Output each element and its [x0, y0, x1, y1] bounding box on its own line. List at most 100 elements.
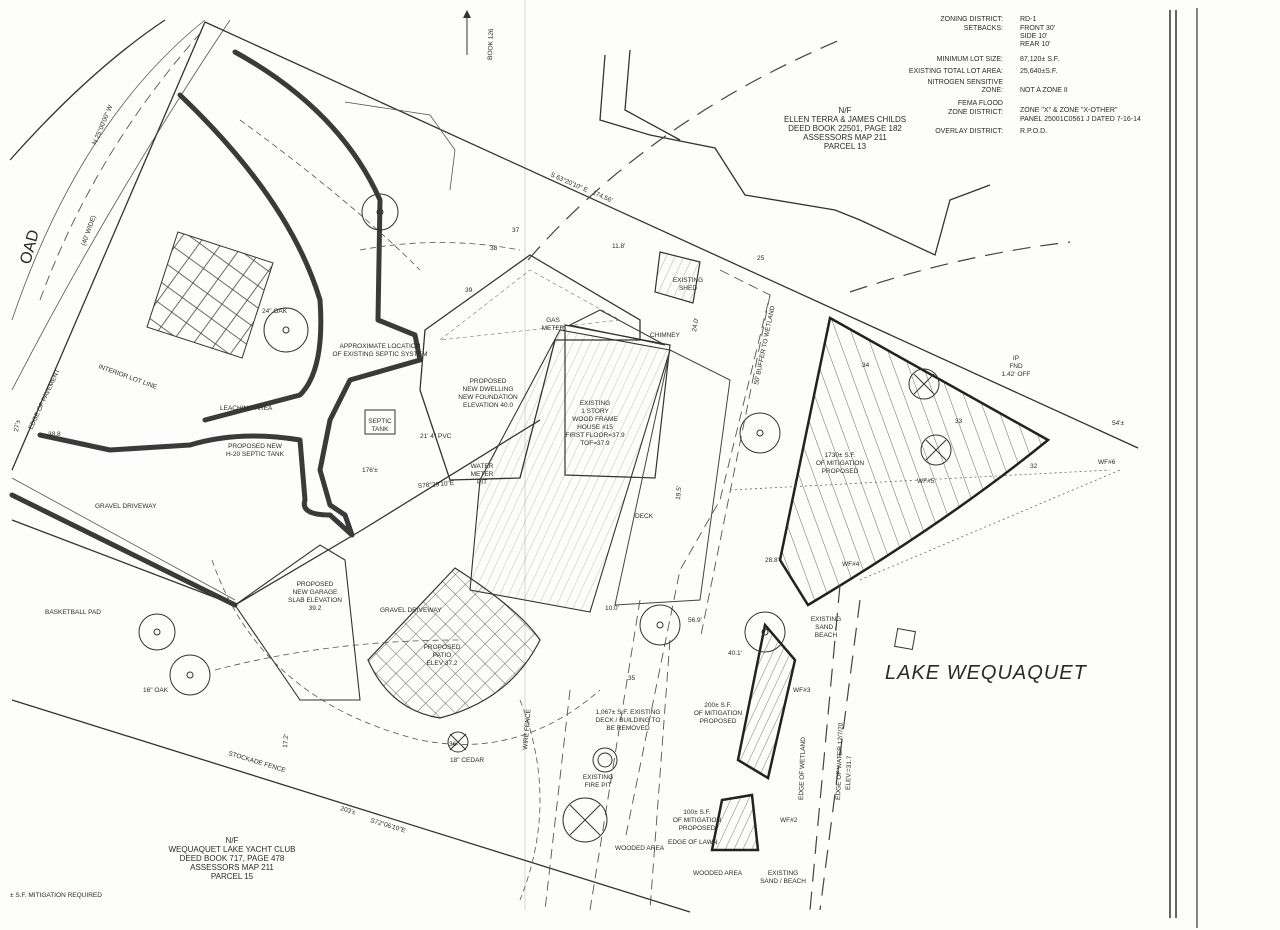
- tree-icon: [138, 613, 176, 651]
- existing-house: [469, 309, 671, 613]
- label-wooded: WOODED AREA: [615, 845, 665, 852]
- abutter-line: N/F: [226, 836, 239, 845]
- zoning-label: OVERLAY DISTRICT:: [935, 128, 1003, 135]
- footnote: ± S.F. MITIGATION REQUIRED: [10, 892, 102, 899]
- label-proposed-dwelling: PROPOSED: [470, 378, 507, 385]
- label-dim: 11.8': [612, 243, 625, 250]
- septic-tank-icon: [364, 409, 396, 435]
- zoning-label: SETBACKS:: [964, 25, 1003, 32]
- square-marker-icon: [893, 627, 917, 651]
- zoning-value: FRONT 30': [1020, 25, 1055, 32]
- zoning-value: ZONE "X" & ZONE "X-OTHER": [1020, 107, 1118, 114]
- label-existing-house: FIRST FLOOR=37.9: [565, 432, 625, 439]
- label-garage: 39.2: [309, 605, 322, 612]
- zoning-label: ZONING DISTRICT:: [940, 16, 1003, 23]
- label-fire-pit: FIRE PIT: [585, 782, 612, 789]
- limit-of-work-line: [37, 49, 423, 538]
- label-proposed-dwelling: NEW DWELLING: [463, 386, 514, 393]
- label-wooded: WOODED AREA: [693, 870, 743, 877]
- label-misc: 38.8: [48, 431, 61, 438]
- label-garage: PROPOSED: [297, 581, 334, 588]
- label-garage: SLAB ELEVATION: [288, 597, 342, 604]
- tree-icon: [263, 307, 309, 353]
- label-shed: EXISTING: [673, 277, 703, 284]
- label-buffer: 50' BUFFER TO WETLAND: [753, 305, 777, 385]
- label-gravel-driveway: GRAVEL DRIVEWAY: [380, 607, 442, 614]
- label-mitigation: 1730± S.F.: [824, 452, 855, 459]
- label-contour: 38: [490, 245, 498, 252]
- label-fire-pit: EXISTING: [583, 774, 613, 781]
- label-basketball: BASKETBALL PAD: [45, 609, 101, 616]
- contour-lines: [211, 119, 601, 901]
- label-remove-deck: BE REMOVED: [606, 725, 650, 732]
- label-dim: 56.9': [688, 617, 702, 624]
- label-septic-tank: H-20 SEPTIC TANK: [226, 451, 285, 458]
- zoning-label: ZONE:: [982, 87, 1003, 94]
- zoning-value: REAR 10': [1020, 41, 1051, 48]
- label-garage: NEW GARAGE: [293, 589, 338, 596]
- mitigation-area-100: [710, 793, 760, 852]
- abutter-north-label: N/F ELLEN TERRA & JAMES CHILDS DEED BOOK…: [784, 106, 906, 151]
- mitigation-area-200: [736, 622, 797, 780]
- limit-of-work-line-3: [177, 92, 324, 423]
- label-leaching: LEACHING AREA: [220, 405, 273, 412]
- label-patio: PATIO: [433, 652, 452, 659]
- label-dim: 24.0': [691, 317, 700, 332]
- abutter-building: [344, 49, 991, 256]
- tree-icon: [169, 654, 211, 696]
- zoning-label: ZONE DISTRICT:: [948, 109, 1003, 116]
- label-mitigation: 200± S.F.: [704, 702, 732, 709]
- label-mitigation: OF MITIGATION: [816, 460, 865, 467]
- label-mitigation: 100± S.F.: [683, 809, 711, 816]
- label-deck: DECK: [635, 513, 654, 520]
- label-beach: SAND / BEACH: [760, 878, 806, 885]
- proposed-garage: [234, 544, 361, 701]
- buffer-lines: [527, 39, 1121, 911]
- sheet-border: [524, 0, 1198, 928]
- road-edges: [9, 19, 231, 391]
- label-contour: 33: [955, 418, 963, 425]
- label-interior-lot: INTERIOR LOT LINE: [97, 363, 158, 391]
- tree-icon: [361, 193, 399, 231]
- label-contour: 32: [1030, 463, 1038, 470]
- zoning-label: EXISTING TOTAL LOT AREA:: [909, 68, 1003, 75]
- label-misc: BOOK 126: [487, 28, 495, 60]
- tree-symbols: [138, 193, 952, 843]
- label-gas-meter: METER: [542, 325, 565, 332]
- property-boundary: [11, 21, 1139, 913]
- abutter-line: WEQUAQUET LAKE YACHT CLUB: [169, 845, 296, 854]
- tree-icon: [908, 368, 940, 400]
- fire-pit-icon: [592, 747, 618, 773]
- wetland-flags: WF#2 WF#3 WF#4 WF#5 WF#6: [780, 459, 1116, 824]
- label-dim: 19.5': [675, 486, 683, 500]
- abutter-line: ASSESSORS MAP 211: [190, 863, 274, 872]
- zoning-value: NOT A ZONE II: [1020, 87, 1068, 94]
- abutter-line: PARCEL 13: [824, 142, 867, 151]
- abutter-line: DEED BOOK 22501, PAGE 182: [788, 124, 902, 133]
- tree-icon: [447, 731, 469, 753]
- label-existing-house: TOF=37.9: [580, 440, 610, 447]
- label-contour: 25: [757, 255, 765, 262]
- tree-icon: [639, 604, 681, 646]
- zoning-value: SIDE 10': [1020, 33, 1047, 40]
- label-edge-pavement: EDGE OF PAVEMENT: [27, 368, 61, 431]
- label-water-meter: PIT: [477, 479, 487, 486]
- abutter-line: N/F: [839, 106, 852, 115]
- zoning-label: MINIMUM LOT SIZE:: [937, 56, 1003, 63]
- label-edge-lawn: EDGE OF LAWN: [668, 839, 718, 846]
- label-mitigation: OF MITIGATION: [694, 710, 743, 717]
- zoning-label: FEMA FLOOD: [958, 100, 1003, 107]
- label-proposed-dwelling: NEW FOUNDATION: [458, 394, 518, 401]
- label-water-meter: WATER: [471, 463, 494, 470]
- abutter-line: DEED BOOK 717, PAGE 478: [180, 854, 285, 863]
- zoning-label: NITROGEN SENSITIVE: [928, 79, 1004, 86]
- zoning-value: 87,120± S.F.: [1020, 56, 1059, 63]
- label-patio: PROPOSED: [424, 644, 461, 651]
- label-misc: ELEV.=31.7: [845, 755, 853, 790]
- label-beach: BEACH: [815, 632, 838, 639]
- proposed-patio: [367, 567, 541, 719]
- tree-icon: [744, 611, 786, 653]
- label-water-meter: METER: [471, 471, 494, 478]
- label-bearing: S72°06'10"E: [369, 816, 407, 835]
